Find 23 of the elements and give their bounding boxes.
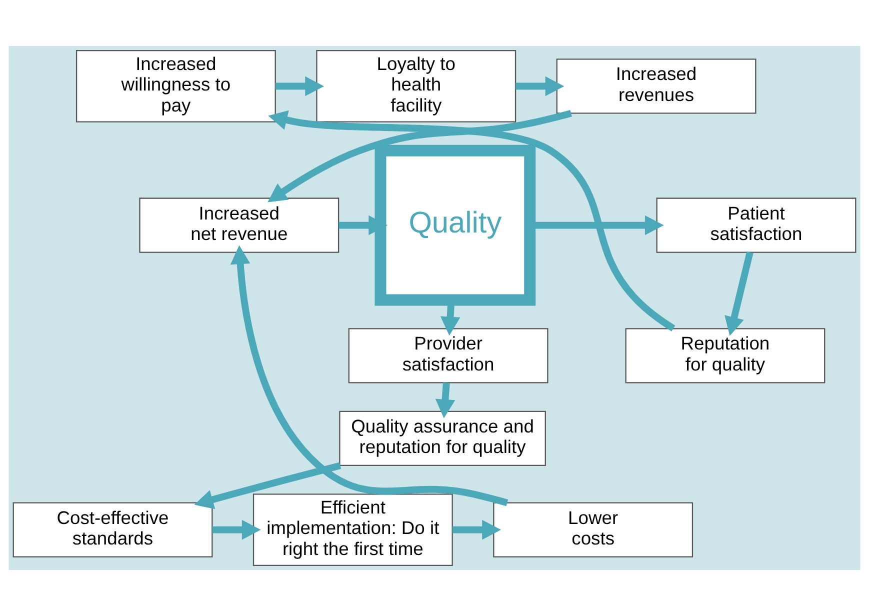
arrow bbox=[338, 215, 388, 236]
node-box: Quality bbox=[374, 144, 536, 306]
node-box: Increased revenues bbox=[556, 58, 756, 114]
arrow bbox=[275, 76, 324, 96]
node-box: Cost-effective standards bbox=[12, 502, 213, 558]
arrow bbox=[212, 520, 261, 540]
node-box: Lower costs bbox=[493, 502, 694, 558]
arrow bbox=[194, 462, 342, 510]
arrow bbox=[724, 252, 754, 336]
arrow bbox=[230, 245, 508, 506]
arrow bbox=[516, 76, 564, 96]
node-box: Increased willingness to pay bbox=[76, 50, 276, 122]
node-box: Reputation for quality bbox=[625, 328, 826, 384]
node-box: Efficient implementation: Do it right the first time bbox=[252, 494, 453, 566]
arrow bbox=[435, 382, 456, 418]
arrow bbox=[452, 520, 501, 540]
arrow bbox=[268, 110, 676, 332]
node-box: Patient satisfaction bbox=[656, 198, 856, 253]
node-box: Loyalty to health facility bbox=[316, 50, 516, 122]
arrow bbox=[268, 110, 572, 202]
node-box: Provider satisfaction bbox=[348, 328, 548, 384]
node-box: Increased net revenue bbox=[139, 198, 340, 253]
node-box: Quality assurance and reputation for quality bbox=[339, 410, 546, 466]
